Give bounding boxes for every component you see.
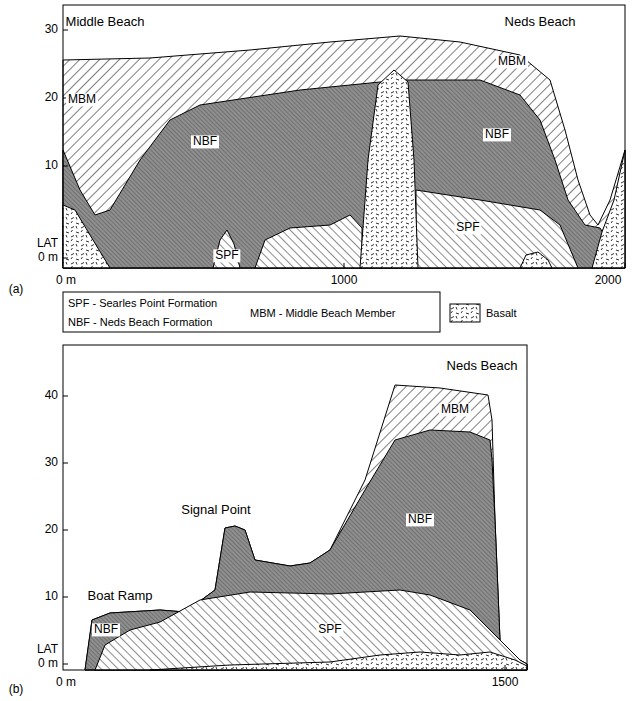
unit-label: MBM xyxy=(496,55,528,68)
axis-tick-label: 1000 xyxy=(331,274,358,287)
axis-tick-label: 10 xyxy=(45,159,58,172)
unit-label: MBM xyxy=(439,403,471,416)
axis-tick-label: 0 m xyxy=(56,274,76,287)
place-name: Neds Beach xyxy=(447,359,518,373)
unit-label: SPF xyxy=(454,221,481,234)
section-a xyxy=(63,5,625,268)
unit-label: SPF xyxy=(316,623,343,636)
place-name: Middle Beach xyxy=(66,15,145,29)
unit-label: MBM xyxy=(66,93,98,106)
unit-label: NBF xyxy=(483,128,511,141)
axis-tick-label: 20 xyxy=(45,523,58,536)
unit-label: SPF xyxy=(213,249,240,262)
axis-tick-label: 30 xyxy=(45,456,58,469)
legend-entry: NBF - Neds Beach Formation xyxy=(68,316,212,328)
unit-label: NBF xyxy=(191,135,219,148)
axis-tick-label: LAT xyxy=(37,237,58,250)
axis-tick-label: 2000 xyxy=(595,274,622,287)
basalt-swatch xyxy=(450,304,480,322)
axis-tick-label: LAT xyxy=(37,643,58,656)
place-name: Signal Point xyxy=(181,503,250,517)
legend-frame xyxy=(63,292,480,332)
unit-label: NBF xyxy=(92,623,120,636)
axis-tick-label: 20 xyxy=(45,91,58,104)
place-name: Boat Ramp xyxy=(87,589,152,603)
legend-entry: SPF - Searles Point Formation xyxy=(68,297,217,309)
axis-tick-label: 1500 xyxy=(492,676,519,689)
panel-letter: (a) xyxy=(9,283,24,296)
axis-tick-label: 0 m xyxy=(56,676,76,689)
axis-tick-label: 0 m xyxy=(38,251,58,264)
legend-entry: Basalt xyxy=(486,307,517,319)
axis-tick-label: 40 xyxy=(45,389,58,402)
axis-tick-label: 0 m xyxy=(38,657,58,670)
panel-letter: (b) xyxy=(9,683,24,696)
axis-tick-label: 30 xyxy=(45,23,58,36)
axis-tick-label: 10 xyxy=(45,590,58,603)
section-b xyxy=(63,345,527,670)
unit-label: NBF xyxy=(406,513,434,526)
legend-entry: MBM - Middle Beach Member xyxy=(250,307,396,319)
place-name: Neds Beach xyxy=(505,15,576,29)
